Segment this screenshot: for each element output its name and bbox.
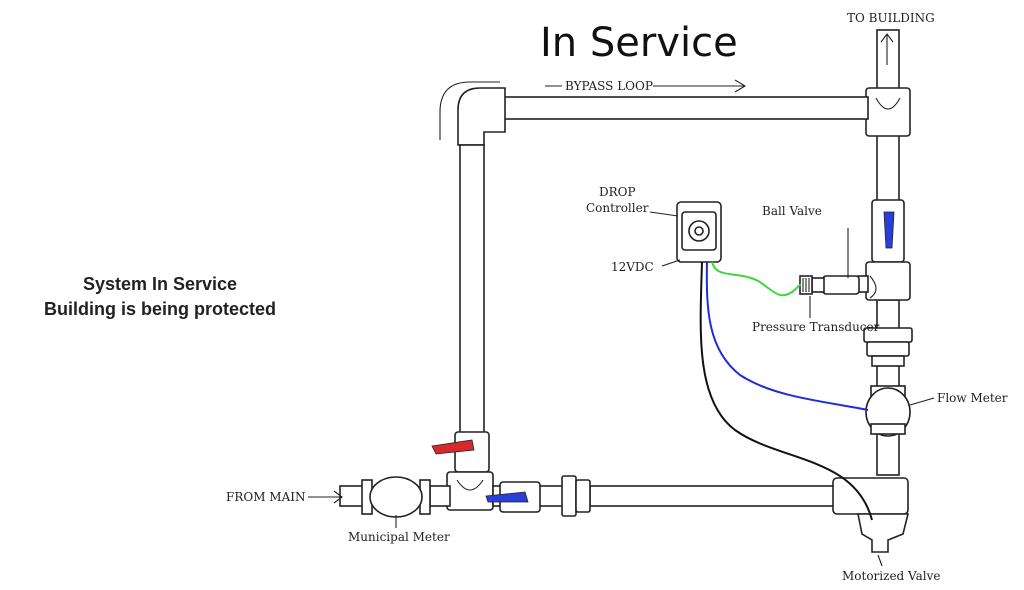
flow-meter-wire (705, 261, 869, 411)
drop-controller-label-1: DROP (599, 185, 636, 199)
pressure-transducer-label: Pressure Transducer (752, 320, 880, 334)
bypass-loop-arrow (545, 79, 747, 93)
top-tee (865, 87, 911, 137)
main-union (561, 475, 591, 517)
riser-ball-valve (871, 199, 905, 263)
riser-ball-valve-handle (883, 211, 895, 249)
main-valve-handle (485, 491, 529, 503)
municipal-meter (361, 476, 431, 528)
drop-controller-label-2: Controller (586, 201, 649, 215)
main-valve (485, 481, 541, 513)
bypass-valve-handle (431, 439, 475, 455)
bypass-valve (431, 431, 490, 473)
transducer-assembly (799, 228, 869, 318)
status-line-1: System In Service (83, 274, 237, 294)
from-main-arrow (308, 490, 343, 504)
motorized-valve (857, 513, 910, 567)
motorized-valve-label: Motorized Valve (842, 569, 941, 583)
power-label: 12VDC (611, 260, 654, 274)
municipal-meter-label: Municipal Meter (348, 530, 450, 544)
drop-controller (649, 201, 722, 263)
power-lead (661, 259, 681, 267)
flow-meter-label: Flow Meter (937, 391, 1008, 405)
motor-wire (699, 261, 873, 521)
bypass-loop-pipe (439, 81, 869, 436)
bypass-loop-label: BYPASS LOOP (565, 79, 653, 93)
flow-meter (865, 385, 935, 437)
transducer-wire (711, 261, 802, 297)
from-main-label: FROM MAIN (226, 490, 306, 504)
to-building-arrow (880, 33, 894, 65)
building-riser (876, 29, 900, 476)
to-building-label: TO BUILDING (847, 11, 935, 25)
status-line-2: Building is being protected (44, 299, 276, 319)
bottom-left-tee (446, 471, 494, 511)
bottom-right-elbow (832, 477, 909, 515)
riser-union (863, 327, 913, 367)
transducer-tee (865, 261, 911, 301)
ball-valve-label: Ball Valve (762, 204, 822, 218)
page-title: In Service (540, 20, 738, 66)
